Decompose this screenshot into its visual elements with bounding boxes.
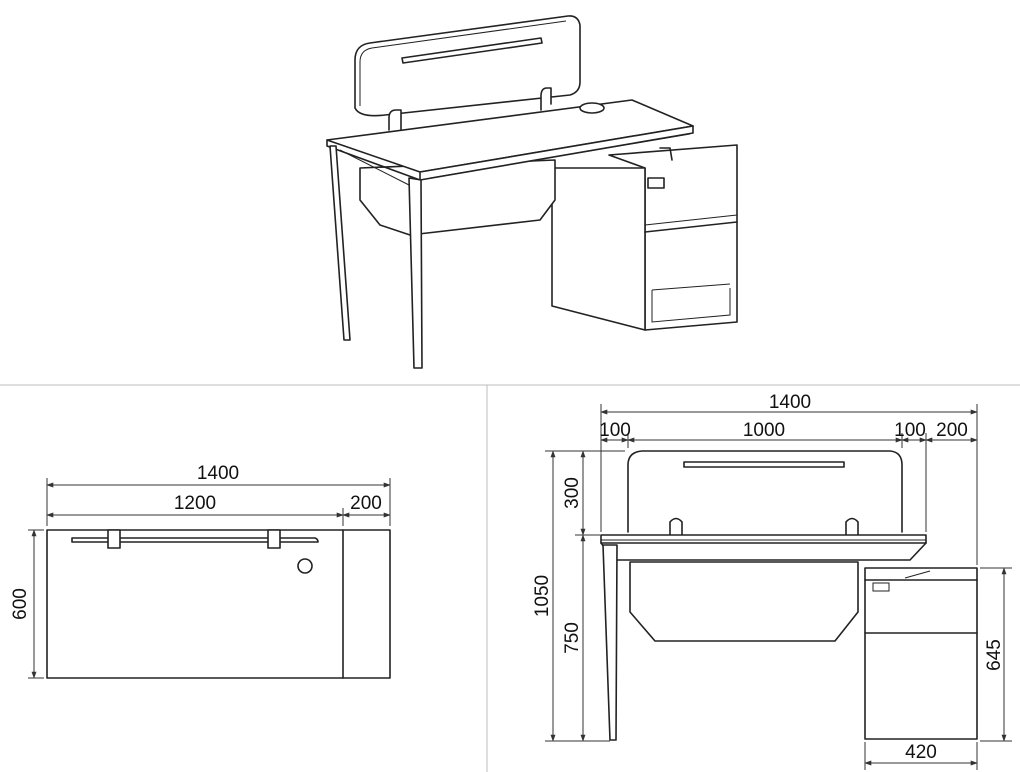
top-depth-label: 600 [10,588,31,620]
isometric-view [326,15,738,369]
front-total-height-label: 1050 [532,575,553,617]
front-cabinet-height-label: 645 [984,639,1005,671]
top-desk-width-label: 1200 [174,493,216,514]
front-total-width-label: 1400 [769,392,811,413]
front-screen-offset-right-label: 100 [894,420,926,441]
top-total-width-label: 1400 [197,463,239,484]
front-view: 1400 100 1000 100 200 1050 300 750 645 4… [532,392,1012,770]
top-cabinet-width-label: 200 [350,493,382,514]
front-cabinet-overhang-label: 200 [936,420,968,441]
top-view: 1400 1200 200 600 [10,463,391,679]
front-screen-width-label: 1000 [743,420,785,441]
front-desk-height-label: 750 [562,622,583,654]
front-cabinet-width-label: 420 [905,742,937,763]
front-screen-height-label: 300 [562,477,583,509]
front-screen-offset-left-label: 100 [599,420,631,441]
